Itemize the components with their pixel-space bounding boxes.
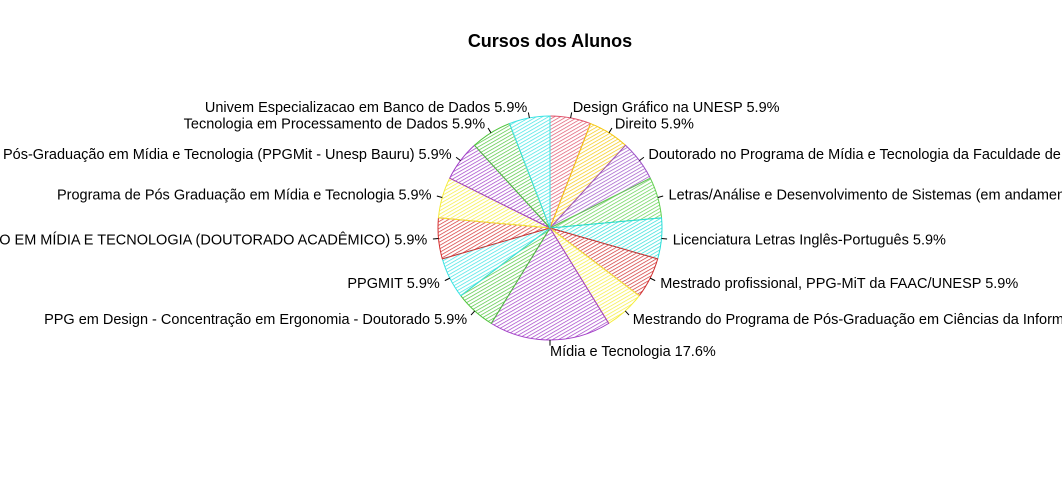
pie-slice-edge — [508, 115, 551, 229]
label-tick — [444, 277, 451, 282]
label-tick — [639, 156, 645, 161]
label-tick — [570, 112, 573, 119]
slice-label: Mestrado profissional, PPG-MiT da FAAC/U… — [660, 276, 1018, 292]
pie-slice — [550, 116, 591, 228]
label-tick — [527, 112, 530, 119]
label-tick — [470, 310, 476, 316]
slice-label: Licenciatura Letras Inglês-Português 5.9… — [673, 233, 946, 249]
pie-labels: Design Gráfico na UNESP 5.9%Direito 5.9%… — [0, 100, 1062, 360]
pie-slice — [550, 228, 658, 296]
slice-label: PPGMIT 5.9% — [347, 276, 440, 292]
slice-label: Univem Especializacao em Banco de Dados … — [205, 100, 527, 116]
label-tick — [487, 127, 492, 134]
slice-label: Mídia e Tecnologia 17.6% — [550, 344, 716, 360]
label-tick — [661, 238, 668, 240]
pie-slice — [509, 116, 550, 228]
slice-label: Direito 5.9% — [615, 116, 694, 132]
pie-slice-edge — [490, 227, 610, 341]
slice-label: PPG em Design - Concentração em Ergonomi… — [44, 312, 467, 328]
slice-label: Doutorado no Programa de Mídia e Tecnolo… — [648, 147, 1062, 163]
label-tick — [657, 195, 664, 198]
label-tick — [455, 156, 461, 161]
pie-slice — [550, 145, 651, 228]
pie-slice — [442, 228, 550, 296]
pie-slice — [460, 228, 550, 324]
label-tick — [649, 277, 656, 282]
pie-slices — [437, 115, 663, 341]
pie-slice — [438, 178, 550, 228]
pie-slice — [491, 228, 609, 341]
pie-slice — [550, 217, 663, 259]
slice-label: Programa de Pós-Graduação em Mídia e Tec… — [0, 147, 452, 163]
pie-slice — [437, 217, 550, 259]
label-tick — [432, 238, 439, 240]
label-tick — [624, 310, 630, 316]
pie-slice — [550, 123, 626, 228]
pie-slice — [550, 228, 640, 324]
slice-label: Tecnologia em Processamento de Dados 5.9… — [184, 116, 486, 132]
label-tick — [608, 127, 613, 134]
chart-title: Cursos dos Alunos — [468, 31, 632, 51]
slice-label: Programa de Pós Graduação em Mídia e Tec… — [57, 187, 432, 203]
slice-label: PROGRAMA DE PÓS GRADUAÇÃO EM MÍDIA E TEC… — [0, 232, 427, 249]
slice-label: Mestrando do Programa de Pós-Graduação e… — [633, 312, 1062, 328]
pie-slice — [474, 123, 550, 228]
slice-label: Letras/Análise e Desenvolvimento de Sist… — [669, 187, 1062, 203]
label-tick — [436, 195, 443, 198]
pie-slice — [550, 178, 662, 228]
slice-label: Design Gráfico na UNESP 5.9% — [573, 100, 780, 116]
pie-slice — [449, 145, 550, 228]
